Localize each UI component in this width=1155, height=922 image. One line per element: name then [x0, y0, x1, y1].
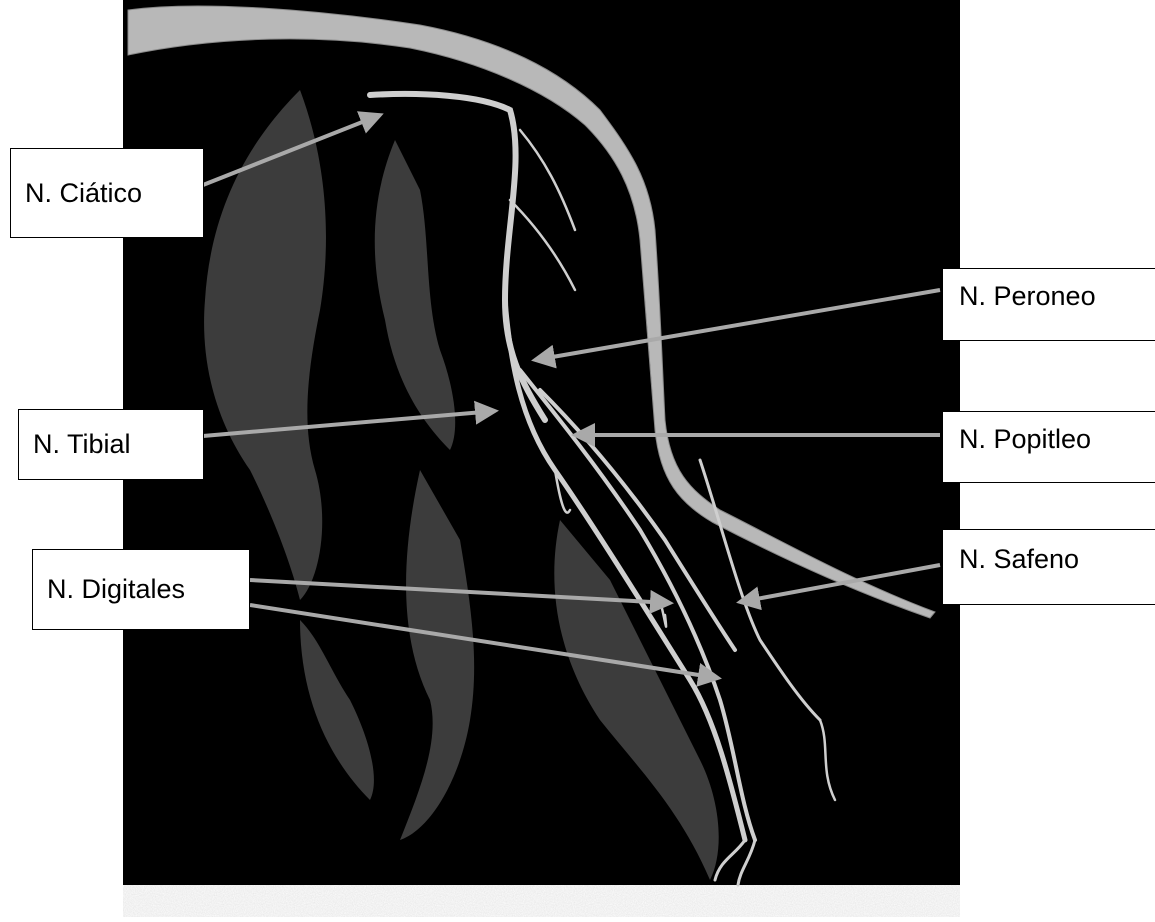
label-n-peroneo: N. Peroneo — [942, 268, 1155, 341]
label-n-ciatico: N. Ciático — [10, 148, 204, 238]
label-n-popitleo-text: N. Popitleo — [959, 424, 1091, 454]
label-n-tibial: N. Tibial — [18, 409, 204, 480]
label-n-safeno-text: N. Safeno — [959, 544, 1079, 574]
label-n-peroneo-text: N. Peroneo — [959, 281, 1096, 311]
label-n-popitleo: N. Popitleo — [942, 411, 1155, 483]
label-n-digitales-text: N. Digitales — [47, 574, 185, 605]
label-n-ciatico-text: N. Ciático — [25, 178, 142, 209]
label-n-safeno: N. Safeno — [942, 529, 1155, 605]
label-n-digitales: N. Digitales — [32, 549, 250, 630]
bottom-strip — [123, 885, 960, 917]
label-n-tibial-text: N. Tibial — [33, 429, 131, 460]
